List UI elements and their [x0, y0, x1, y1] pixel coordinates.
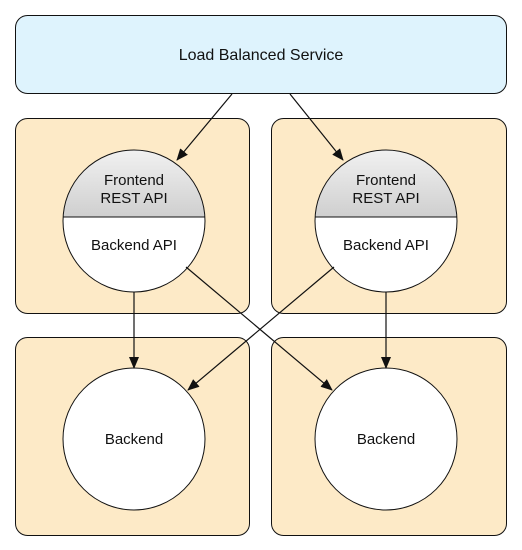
- node-left-top-line2: REST API: [100, 190, 167, 207]
- backend-right: Backend: [314, 367, 458, 511]
- arrow-service-to-node-right: [289, 93, 344, 161]
- arrow-service-to-node-left: [176, 93, 233, 161]
- node-left-bottom-label: Backend API: [91, 237, 177, 254]
- node-right-top-line1: Frontend: [356, 172, 416, 189]
- node-right-top-line2: REST API: [352, 190, 419, 207]
- load-balanced-service-box: [15, 15, 507, 94]
- load-balanced-service-label: Load Balanced Service: [179, 47, 344, 64]
- backend-right-label: Backend: [357, 431, 415, 448]
- arrow-node-left-to-backend-right: [185, 266, 333, 391]
- node-left-top-line1: Frontend: [104, 172, 164, 189]
- node-right-bottom-label: Backend API: [343, 237, 429, 254]
- backend-left-label: Backend: [105, 431, 163, 448]
- arrow-node-right-to-backend-left: [187, 266, 335, 391]
- backend-left: Backend: [62, 367, 206, 511]
- node-left: Frontend REST API Backend API: [62, 149, 206, 293]
